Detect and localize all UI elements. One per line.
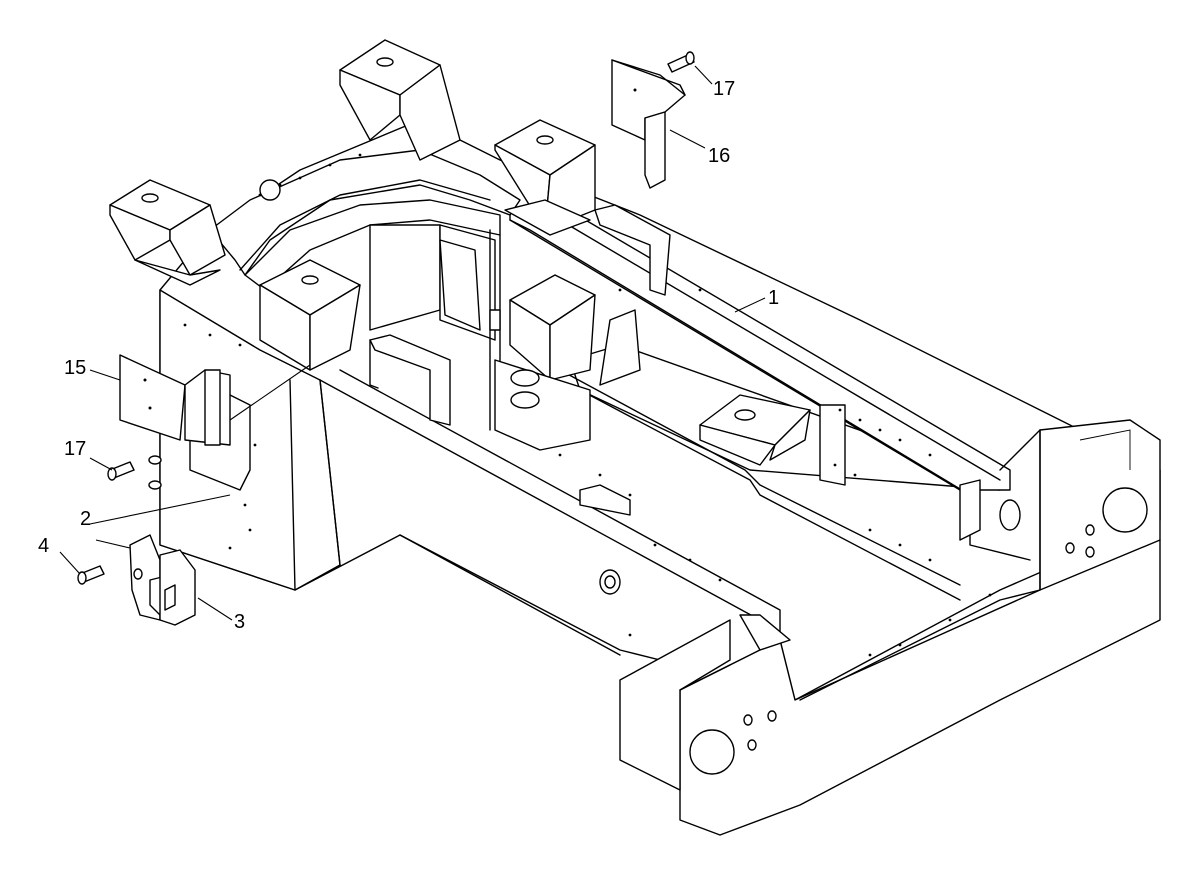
callout-17-left: 17 [64, 438, 86, 460]
part-3-box [159, 549, 196, 626]
bracket-right-rear [594, 204, 671, 296]
frame-holes [183, 153, 992, 657]
callout-2: 2 [80, 508, 91, 530]
callout-labels: 1 2 3 4 15 16 17 17 [38, 78, 779, 633]
mount-pad-left-top [339, 39, 461, 161]
part-15-plate [119, 354, 231, 490]
upper-arch [209, 149, 521, 341]
mount-pad-left-rear [109, 179, 226, 286]
part-16-plate [611, 59, 686, 189]
floor-details [579, 484, 791, 651]
bracket-left-mid [369, 334, 451, 426]
mount-pad-centre-left [259, 259, 361, 371]
bolt-17-top [667, 51, 695, 73]
callout-17-top: 17 [713, 78, 735, 100]
callout-3: 3 [234, 611, 245, 633]
bolt-17-left [107, 461, 135, 481]
bracket-front-right [819, 404, 981, 541]
callout-15: 15 [64, 357, 86, 379]
callout-4: 4 [38, 535, 49, 557]
mount-pad-centre [509, 274, 596, 381]
centre-post [489, 229, 641, 451]
callout-1: 1 [768, 287, 779, 309]
leader-lines [59, 65, 766, 621]
mount-pad-right [699, 394, 811, 466]
mount-pad-centre-top [494, 119, 596, 236]
callout-16: 16 [708, 145, 730, 167]
bolt-4 [77, 565, 105, 585]
